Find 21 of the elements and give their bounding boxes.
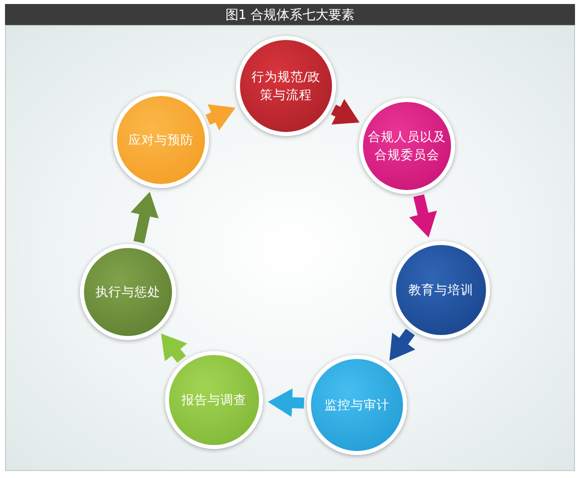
element-circle xyxy=(165,351,263,449)
element-circle xyxy=(307,355,407,455)
element-label: 监控与审计 xyxy=(324,396,390,414)
element-label: 行为规范/政策与流程 xyxy=(250,68,322,104)
element-label: 报告与调查 xyxy=(180,390,248,409)
title-bar: 图1 合规体系七大要素 xyxy=(5,4,575,25)
element-label: 合规人员以及合规委员会 xyxy=(367,128,447,164)
arrow xyxy=(331,98,360,125)
arrow xyxy=(268,388,304,418)
element-circle xyxy=(113,92,209,188)
arrow xyxy=(389,328,416,361)
arrow xyxy=(130,192,159,244)
element-label: 应对与预防 xyxy=(128,130,194,149)
element-circle xyxy=(80,244,176,340)
element-label: 教育与培训 xyxy=(408,280,474,299)
element-circle xyxy=(359,98,455,194)
arrow xyxy=(206,104,236,131)
arrow xyxy=(409,194,437,238)
element-label: 执行与惩处 xyxy=(94,282,162,301)
element-circle xyxy=(236,36,336,136)
arrow xyxy=(161,333,188,363)
